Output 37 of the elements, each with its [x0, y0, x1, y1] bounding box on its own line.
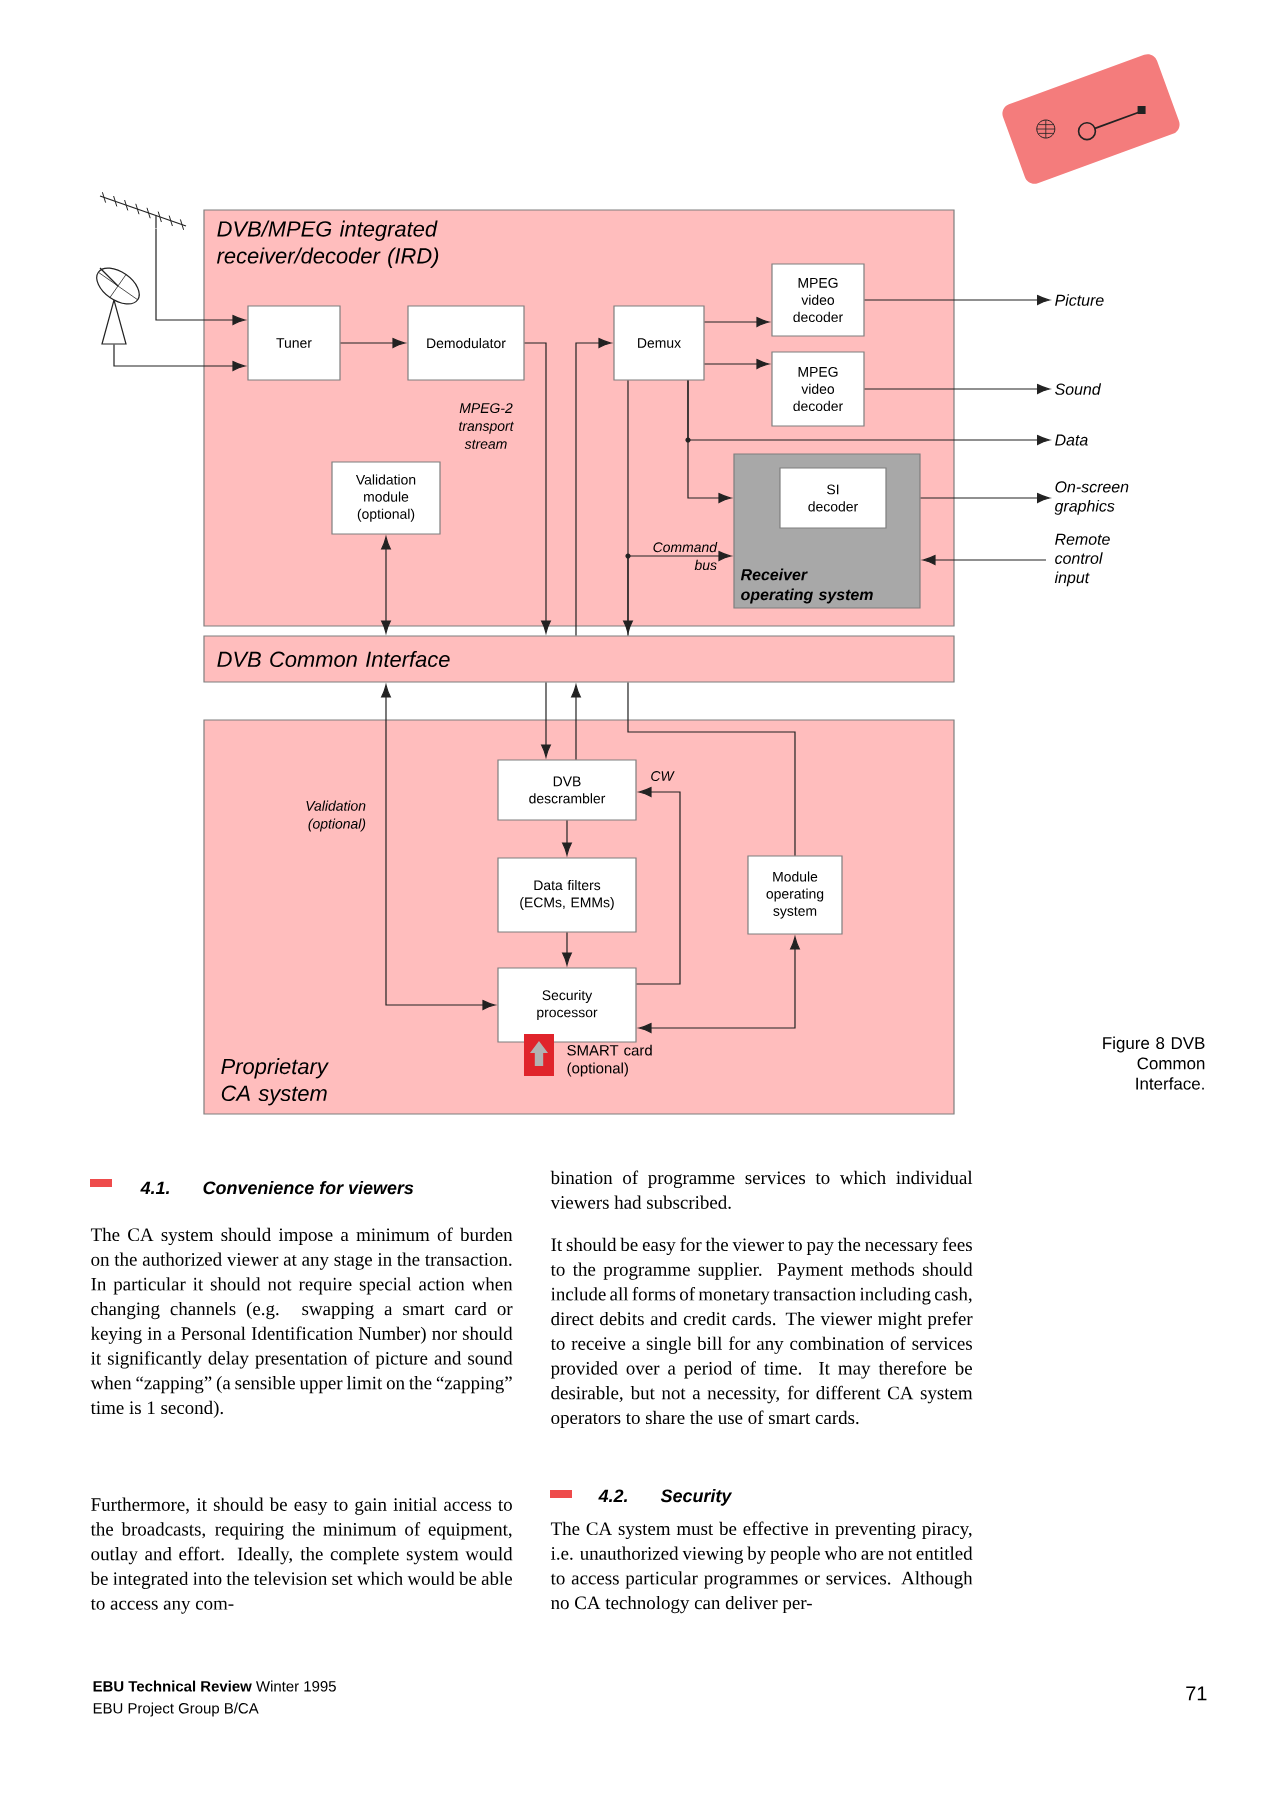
arrow	[381, 684, 496, 1010]
arrow	[575, 338, 612, 636]
arrow	[922, 555, 1047, 565]
arrow	[636, 787, 681, 985]
antenna-drawing	[99, 191, 187, 231]
arrow	[704, 359, 770, 369]
arrow	[113, 344, 246, 371]
arrow	[381, 536, 391, 634]
arrow	[864, 295, 1050, 305]
body-text: The CA system must be effective in preventing piracy, i.e. unauthorized viewing by people who are not entitled to access particular programmes or services. Although no CA technology can deliver per-	[550, 1521, 973, 1614]
figure-caption: Figure 8 DVB Common Interface.	[1103, 1036, 1205, 1090]
body-text: Furthermore, it should be easy to gain initial access to the broadcasts, requiring the minimum of equipment, outlay and effort. Ideally, the complete system would be integrated into the television set which would be able to access any com-	[90, 1497, 513, 1614]
interface-band: DVB Common Interface	[203, 635, 955, 683]
arrow	[541, 682, 551, 758]
arrow	[920, 493, 1050, 503]
arrow	[864, 384, 1050, 394]
arrow	[687, 380, 732, 503]
arrow	[638, 936, 800, 1033]
arrow	[524, 342, 551, 634]
arrow	[562, 932, 572, 966]
body-text: It should be easy for the viewer to pay the necessary fees to the programme supplier. Payment methods should include all forms of monetary transaction including cash, direct debits and credit cards. The viewer might prefer to receive a single bill for any combination of services provided over a period of time. It may therefore be desirable, but not a necessity, for different CA system operators to share the use of smart cards.	[550, 1237, 973, 1428]
arrow	[562, 820, 572, 856]
satellite-dish-drawing	[96, 267, 140, 345]
arrow	[627, 551, 732, 636]
body-text: The CA system should impose a minimum of burden on the authorized viewer at any stage in the transaction. In particular it should not require special action when changing channels (e.g. swapping a smart card or keying in a Personal Identification Number) nor should it significantly delay presentation of picture and sound when “zapping” (a sensible upper limit on the “zapping” time is 1 second).	[90, 1227, 513, 1418]
arrow	[623, 380, 633, 634]
connector-line	[627, 682, 796, 856]
body-text: bination of programme services to which individual viewers had subscribed.	[550, 1170, 973, 1209]
arrow	[340, 338, 406, 348]
section-number: 4.1.	[140, 1181, 169, 1194]
arrow	[704, 317, 770, 327]
arrow	[155, 228, 246, 325]
section-heading: Security	[660, 1489, 733, 1506]
section-number: 4.2.	[598, 1489, 627, 1502]
section-heading: Convenience for viewers	[203, 1181, 414, 1195]
arrow	[571, 684, 581, 760]
page-number: 71	[1186, 1686, 1207, 1701]
